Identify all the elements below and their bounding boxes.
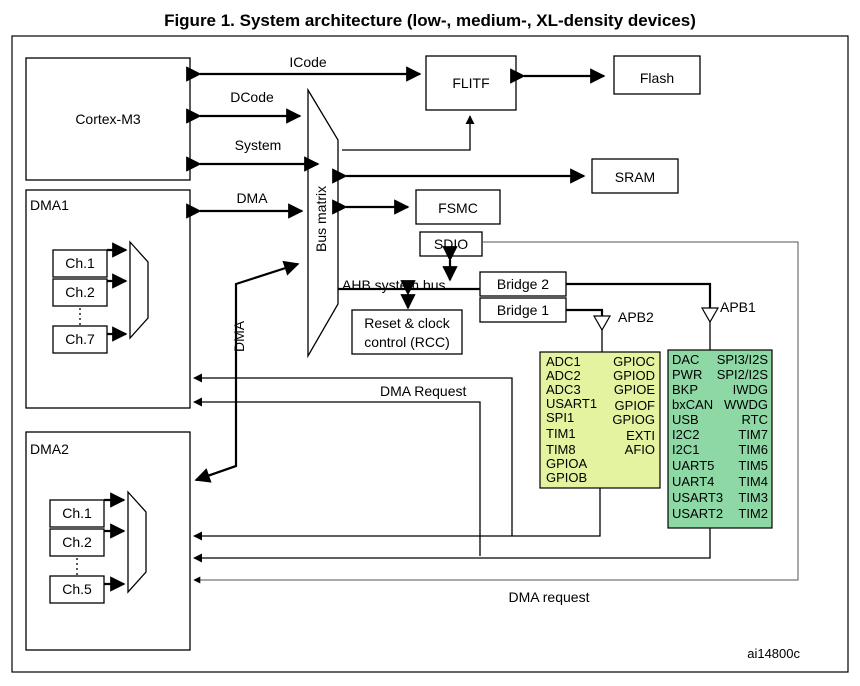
dma2-channel-5 <box>49 575 105 604</box>
apb2-left-item: GPIOA <box>546 456 588 471</box>
outer-frame <box>11 35 849 673</box>
flash-label: Flash <box>640 70 674 86</box>
apb1-label: APB1 <box>720 299 756 315</box>
dma1-channel-7-label: Ch.7 <box>65 331 95 347</box>
apb2-right-item: GPIOF <box>615 398 656 413</box>
apb1-left-item: UART5 <box>672 458 714 473</box>
dma1-label: DMA1 <box>30 197 69 213</box>
dcode-bus-label: DCode <box>230 89 274 105</box>
bridge2-block <box>479 271 567 297</box>
apb2-right-list: GPIOC GPIOD GPIOE GPIOF GPIOG EXTI AFIO <box>612 354 655 457</box>
apb2-left-item: USART1 <box>546 396 597 411</box>
dma-request-lines <box>193 241 799 584</box>
apb1-left-item: USB <box>672 412 699 427</box>
apb1-left-item: I2C2 <box>672 427 699 442</box>
bridge2-label: Bridge 2 <box>497 276 549 292</box>
apb1-left-item: DAC <box>672 352 699 367</box>
apb2-right-item: GPIOG <box>612 412 655 427</box>
dma-request-upper-label: DMA Request <box>380 383 466 399</box>
bus-matrix-label: Bus matrix <box>313 186 329 252</box>
dma-vertical-bus-label: DMA <box>231 320 247 352</box>
dma2-arbiter <box>127 490 147 594</box>
dma2-channel-2 <box>49 528 105 557</box>
rcc-label-line2: control (RCC) <box>364 334 450 350</box>
cortex-m3-block <box>25 57 191 181</box>
apb2-left-item: SPI1 <box>546 410 574 425</box>
apb1-left-item: bxCAN <box>672 397 713 412</box>
apb1-left-item: USART2 <box>672 506 723 521</box>
apb2-left-item: TIM1 <box>546 426 576 441</box>
flitf-block <box>425 55 517 111</box>
dma2-label: DMA2 <box>30 441 69 457</box>
bridge1-block <box>479 297 567 323</box>
apb2-peripherals-block <box>539 351 661 489</box>
apb1-left-item: I2C1 <box>672 442 699 457</box>
dma2-channel-1 <box>49 499 105 528</box>
apb2-right-item: GPIOC <box>613 354 655 369</box>
apb2-right-item: EXTI <box>626 428 655 443</box>
dma1-channel-7 <box>52 325 108 354</box>
bus-connections <box>186 66 606 483</box>
dma2-channel-2-label: Ch.2 <box>62 534 92 550</box>
dma1-channel-1 <box>52 249 108 278</box>
flitf-label: FLITF <box>452 75 489 91</box>
apb1-left-item: PWR <box>672 367 702 382</box>
dma1-arbiter <box>129 240 149 340</box>
apb1-left-item: BKP <box>672 382 698 397</box>
sram-label: SRAM <box>615 169 655 185</box>
dma1-channel-2 <box>52 278 108 307</box>
apb1-right-item: RTC <box>742 412 768 427</box>
apb1-right-item: IWDG <box>733 382 768 397</box>
cortex-m3-label: Cortex-M3 <box>75 111 141 127</box>
apb1-left-item: USART3 <box>672 490 723 505</box>
fsmc-block <box>415 189 501 225</box>
dma2-channel-1-label: Ch.1 <box>62 505 92 521</box>
apb1-right-item: TIM2 <box>738 506 768 521</box>
apb1-right-item: TIM7 <box>738 427 768 442</box>
apb2-right-item: GPIOD <box>613 368 655 383</box>
rcc-label-line1: Reset & clock <box>364 315 451 331</box>
apb1-right-item: SPI3/I2S <box>717 352 769 367</box>
apb2-left-item: ADC1 <box>546 354 581 369</box>
flash-block <box>613 55 701 95</box>
apb1-right-item: TIM3 <box>738 490 768 505</box>
apb2-left-list: ADC1 ADC2 ADC3 USART1 SPI1 TIM1 TIM8 GPI… <box>546 354 597 485</box>
dma2-channel-5-label: Ch.5 <box>62 581 92 597</box>
bridge1-label: Bridge 1 <box>497 302 549 318</box>
ahb-system-bus-label: AHB system bus <box>342 277 445 293</box>
apb1-right-item: TIM5 <box>738 458 768 473</box>
system-bus-label: System <box>235 137 282 153</box>
figure-reference-code: ai14800c <box>747 646 800 661</box>
dma-bus-label: DMA <box>236 190 268 206</box>
apb1-peripherals-block <box>667 349 773 529</box>
apb2-right-item: AFIO <box>625 442 655 457</box>
dma1-block <box>25 189 191 409</box>
dma1-channel-1-label: Ch.1 <box>65 255 95 271</box>
apb1-right-list: SPI3/I2S SPI2/I2S IWDG WWDG RTC TIM7 TIM… <box>717 352 769 521</box>
sdio-label: SDIO <box>434 236 468 252</box>
apb2-left-item: ADC2 <box>546 368 581 383</box>
apb-connections <box>338 282 720 352</box>
apb1-right-item: SPI2/I2S <box>717 367 769 382</box>
apb2-left-item: TIM8 <box>546 442 576 457</box>
sram-block <box>591 158 679 194</box>
fsmc-label: FSMC <box>438 200 478 216</box>
dma1-channel-2-label: Ch.2 <box>65 284 95 300</box>
apb2-label: APB2 <box>618 309 654 325</box>
apb1-right-item: TIM6 <box>738 442 768 457</box>
apb1-left-list: DAC PWR BKP bxCAN USB I2C2 I2C1 UART5 UA… <box>672 352 723 521</box>
icode-bus-label: ICode <box>289 54 327 70</box>
apb2-left-item: GPIOB <box>546 470 587 485</box>
dma-request-lower-label: DMA request <box>509 589 590 605</box>
figure-title: Figure 1. System architecture (low-, med… <box>164 11 696 30</box>
apb2-left-item: ADC3 <box>546 382 581 397</box>
apb1-right-item: TIM4 <box>738 474 768 489</box>
apb1-right-item: WWDG <box>724 397 768 412</box>
apb1-left-item: UART4 <box>672 474 714 489</box>
apb2-right-item: GPIOE <box>614 382 656 397</box>
rcc-block <box>351 309 463 355</box>
